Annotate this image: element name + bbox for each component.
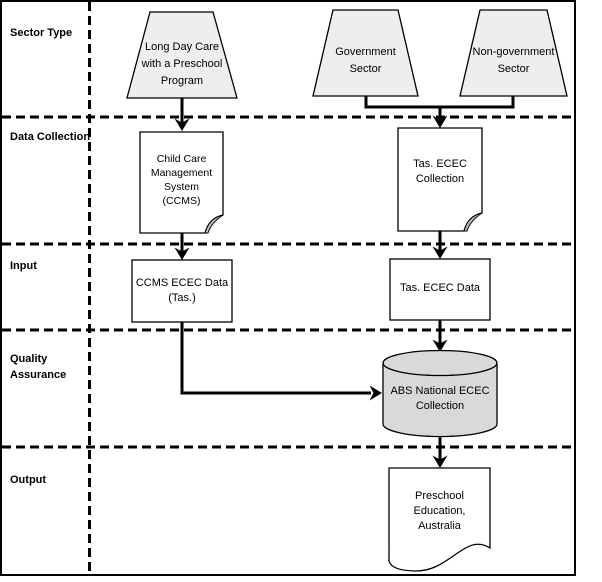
document-tas-collection-fold-corner: [463, 212, 483, 232]
node-label-government-sector: Government Sector: [335, 46, 396, 75]
cylinder-abs-collection: [382, 349, 498, 438]
node-label-long-day-care: Long Day Care with a Preschool Program: [141, 41, 223, 87]
arrowhead-tas-collection-to-tas-data: [432, 246, 448, 259]
node-label-non-government-sector: Non-government Sector: [472, 46, 555, 75]
node-label-ccms: Child Care Management System (CCMS): [150, 153, 213, 207]
connector-ccms-data-to-abs: [180, 322, 371, 395]
trapezoid-non-government-sector: [459, 9, 568, 97]
lane-label-sector-type: Sector Type: [10, 27, 73, 39]
node-label-preschool-education: Preschool Education, Australia: [413, 490, 466, 532]
arrowhead-abs-to-output: [432, 455, 448, 468]
document-preschool-education: [388, 467, 491, 572]
node-label-tas-ecec-data: Tas. ECEC Data: [399, 282, 481, 294]
trapezoid-government-sector: [312, 9, 419, 97]
trapezoid-long-day-care: [126, 11, 238, 99]
arrowhead-ccms-data-to-abs: [369, 385, 382, 401]
document-ccms-fold-corner: [204, 214, 224, 234]
rect-tas-ecec-data: [389, 258, 491, 321]
lane-label-input: Input: [10, 260, 37, 272]
node-label-tas-collection: Tas. ECEC Collection: [413, 158, 467, 185]
arrowhead-ccms-to-ccms-data: [174, 247, 190, 260]
node-label-abs-collection: ABS National ECEC Collection: [390, 385, 490, 412]
rect-ccms-ecec-data: [131, 259, 233, 323]
connector-sectors-merge: [364, 96, 515, 109]
frame-border: [0, 0, 576, 576]
cylinder-abs-collection-rim: [382, 362, 498, 377]
node-label-ccms-ecec-data: CCMS ECEC Data (Tas.): [135, 277, 229, 304]
arrowhead-merge-to-tas-collection: [432, 115, 448, 128]
lane-label-data-collection: Data Collection: [10, 131, 91, 143]
arrowhead-ldc-to-ccms: [174, 118, 190, 131]
arrowhead-tas-data-to-abs: [432, 339, 448, 352]
lane-label-output: Output: [10, 474, 47, 486]
lane-label-quality-assurance: Quality Assurance: [10, 353, 67, 381]
